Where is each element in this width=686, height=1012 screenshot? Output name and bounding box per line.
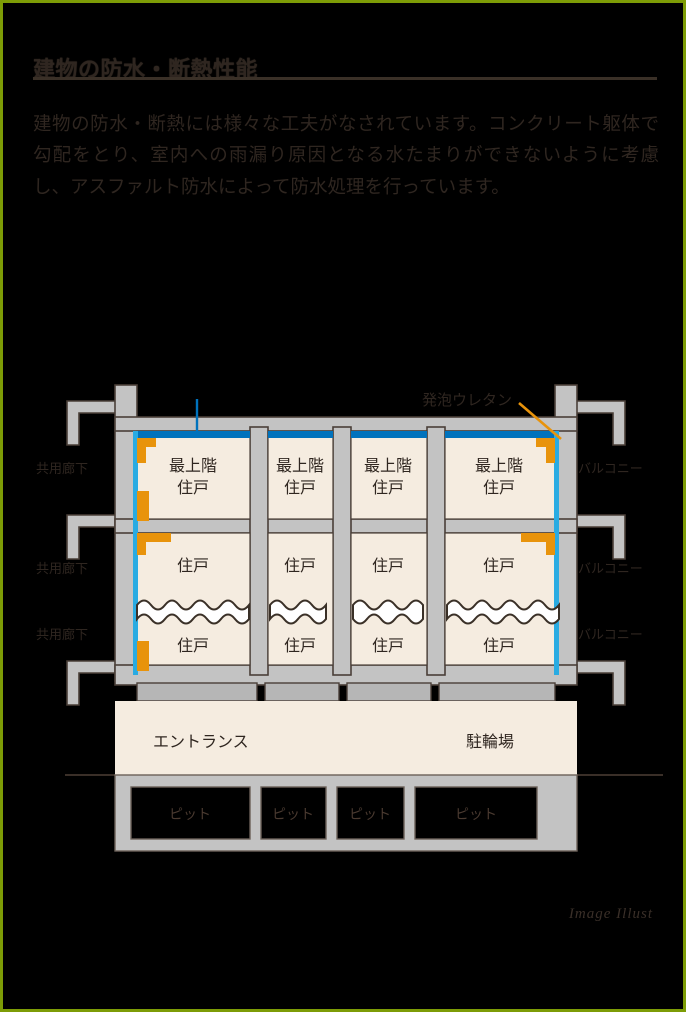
svg-text:住戸: 住戸 [284, 557, 316, 575]
insulation-strip-left [133, 431, 138, 675]
insulation-strip-right [554, 431, 559, 675]
right-balcony-slabs [574, 400, 626, 706]
rooms-top-floor [136, 430, 556, 520]
bicycle-parking-label: 駐輪場 [466, 733, 514, 751]
transfer-beams [136, 682, 556, 702]
watermark: Image Illust [568, 906, 653, 922]
svg-text:住戸: 住戸 [177, 479, 209, 497]
callout-urethane: 発泡ウレタン [422, 392, 562, 440]
svg-text:住戸: 住戸 [284, 479, 316, 497]
pit-label: ピット [272, 807, 314, 823]
ground-level-room [115, 701, 577, 775]
svg-text:住戸: 住戸 [483, 479, 515, 497]
balcony-label: バルコニー [578, 561, 643, 576]
body-paragraph: 建物の防水・断熱には様々な工夫がなされています。コンクリート躯体で勾配をとり、室… [33, 114, 659, 199]
svg-text:最上階: 最上階 [475, 457, 523, 475]
svg-text:住戸: 住戸 [483, 557, 515, 575]
svg-text:住戸: 住戸 [177, 637, 209, 655]
room-cell [350, 532, 428, 666]
svg-text:最上階: 最上階 [276, 457, 324, 475]
pit-labels: ピット ピット ピット ピット [169, 807, 497, 823]
corridor-label: 共用廊下 [36, 461, 88, 476]
room-cell [444, 532, 556, 666]
balcony-labels: バルコニー バルコニー バルコニー [578, 461, 643, 642]
svg-text:最上階: 最上階 [169, 457, 217, 475]
svg-text:住戸: 住戸 [177, 557, 209, 575]
corridor-label: 共用廊下 [36, 561, 88, 576]
waterproof-layer [137, 431, 555, 438]
rooms-lower-floors [136, 532, 556, 666]
top-floor-unit-labels: 最上階 住戸 最上階 住戸 最上階 住戸 最上階 住戸 [169, 457, 523, 497]
room-cell [267, 532, 334, 666]
balcony-label: バルコニー [578, 461, 643, 476]
title-divider [33, 77, 657, 80]
svg-text:住戸: 住戸 [284, 637, 316, 655]
room-cell [136, 532, 251, 666]
left-corridor-slabs [66, 400, 118, 706]
svg-text:住戸: 住戸 [372, 637, 404, 655]
interior-partitions [249, 426, 446, 676]
urethane-foam-pieces [137, 438, 555, 671]
entrance-label: エントランス [153, 734, 249, 751]
svg-text:住戸: 住戸 [483, 637, 515, 655]
room-cell [267, 430, 334, 520]
svg-text:最上階: 最上階 [364, 457, 412, 475]
pit-label: ピット [455, 807, 497, 823]
break-wavy-line [136, 599, 560, 625]
pit-label: ピット [349, 807, 391, 823]
lower-floor-unit-labels: 住戸 住戸 住戸 住戸 [177, 637, 515, 655]
corridor-labels: 共用廊下 共用廊下 共用廊下 [36, 461, 88, 642]
pit-cells [130, 786, 538, 840]
svg-text:住戸: 住戸 [372, 479, 404, 497]
pit-label: ピット [169, 807, 211, 823]
balcony-label: バルコニー [578, 627, 643, 642]
building-section-diagram: 発泡ウレタン エントランス 駐輪場 [3, 383, 686, 873]
corridor-label: 共用廊下 [36, 627, 88, 642]
middle-floor-unit-labels: 住戸 住戸 住戸 住戸 [177, 557, 515, 575]
room-cell [350, 430, 428, 520]
svg-text:住戸: 住戸 [372, 557, 404, 575]
callout-urethane-label: 発泡ウレタン [422, 392, 512, 409]
